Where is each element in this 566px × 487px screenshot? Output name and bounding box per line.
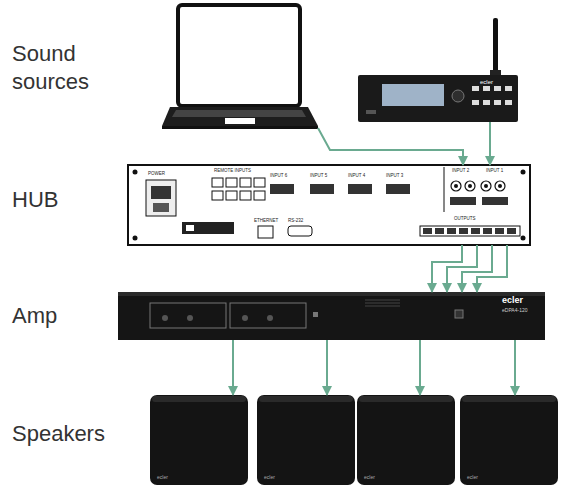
- signal-wire: [462, 245, 492, 292]
- device-label: ecler: [480, 79, 493, 85]
- amp-drawing: [118, 292, 545, 340]
- device-node: ecler: [150, 395, 248, 485]
- device-label: ecler: [502, 296, 523, 305]
- device-label: OUTPUTS: [454, 217, 476, 222]
- device-node: POWER REMOTE INPUTS ETHERNET RS-232 INPUT 6 I…: [128, 165, 530, 245]
- device-label: eDPA4-120: [502, 308, 527, 313]
- device-node: ecler: [358, 75, 518, 122]
- speaker-drawings: [150, 395, 558, 485]
- device-label: ecler: [264, 475, 275, 480]
- row-label: Speakers: [12, 420, 122, 448]
- device-node: ecler: [257, 395, 355, 485]
- device-label: ETHERNET: [254, 219, 278, 224]
- device-label: ecler: [364, 475, 375, 480]
- signal-wire: [477, 245, 507, 292]
- device-node: ecler: [460, 395, 558, 485]
- signal-wire: [432, 245, 462, 292]
- row-label: HUB: [12, 186, 112, 214]
- signal-wire: [326, 340, 328, 395]
- device-label: POWER: [148, 172, 165, 177]
- signal-wire: [419, 340, 421, 395]
- row-label: Sound sources: [12, 40, 112, 96]
- device-label: ecler: [467, 475, 478, 480]
- signal-wire: [447, 245, 477, 292]
- row-label: Amp: [12, 302, 112, 330]
- device-node: ecler: [357, 395, 455, 485]
- device-node: [163, 5, 318, 128]
- hub-drawing: [128, 165, 530, 245]
- device-label: INPUT 1: [486, 169, 503, 174]
- device-label: INPUT 6: [270, 174, 287, 179]
- device-label: ecler: [157, 475, 168, 480]
- device-label: REMOTE INPUTS: [214, 169, 251, 174]
- device-label: INPUT 4: [348, 174, 365, 179]
- device-label: RS-232: [288, 219, 303, 224]
- signal-wire: [489, 122, 491, 165]
- device-node: ecler eDPA4-120: [118, 292, 545, 340]
- device-label: INPUT 5: [310, 174, 327, 179]
- device-label: INPUT 2: [452, 169, 469, 174]
- signal-wire: [318, 128, 463, 165]
- signal-wire: [232, 340, 234, 395]
- player-drawing: [358, 18, 518, 122]
- device-label: INPUT 3: [386, 174, 403, 179]
- laptop-drawing: [162, 5, 318, 129]
- signal-wire: [514, 340, 516, 395]
